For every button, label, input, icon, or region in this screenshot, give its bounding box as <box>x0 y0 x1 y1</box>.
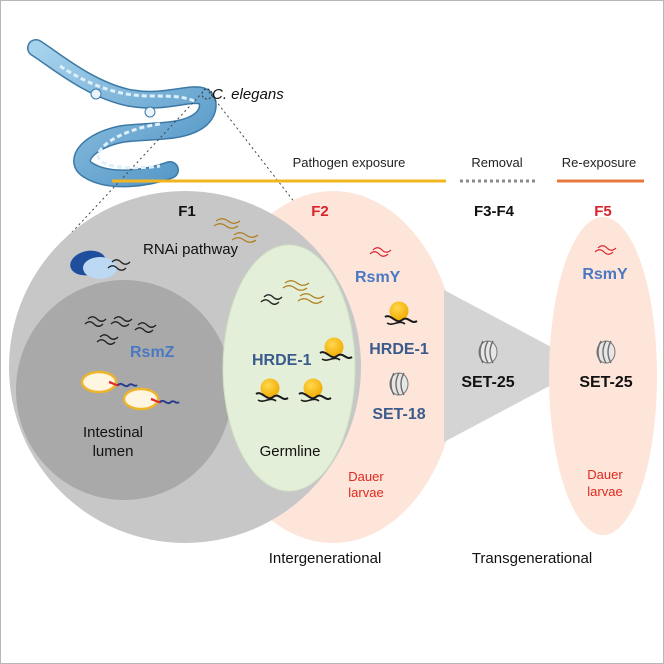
nucleosome-icon <box>478 340 498 364</box>
generation-label-f1: F1 <box>178 203 196 220</box>
set25-f3-label: SET-25 <box>461 374 514 391</box>
phase-label-pathogen-exposure: Pathogen exposure <box>293 155 406 170</box>
generation-label-f3-f4: F3-F4 <box>474 203 515 220</box>
nucleosome-icon <box>389 372 409 396</box>
dauer-f2-label-line2: larvae <box>348 485 383 500</box>
rnai-pathway-label: RNAi pathway <box>143 241 239 258</box>
dauer-f5-label-line2: larvae <box>587 484 622 499</box>
rsmy-f5-label: RsmY <box>582 266 628 283</box>
c-elegans-worm-icon <box>27 39 217 188</box>
rsmz-label: RsmZ <box>130 344 175 361</box>
transgenerational-label: Transgenerational <box>472 550 592 567</box>
intestinal-lumen-label-line1: Intestinal <box>83 424 143 441</box>
phase-label-removal: Removal <box>471 155 522 170</box>
set25-f5-label: SET-25 <box>579 374 632 391</box>
intestinal-lumen-circle <box>16 280 232 500</box>
hrde1-f2-label: HRDE-1 <box>369 341 429 358</box>
transgenerational-arrow <box>444 290 587 442</box>
nucleosome-icon <box>596 340 616 364</box>
organism-label: C. elegans <box>212 86 284 103</box>
germline-label: Germline <box>260 443 321 460</box>
f5-generation-ellipse <box>549 217 657 535</box>
zoom-region-marker <box>201 88 213 100</box>
intestinal-lumen-label-line2: lumen <box>93 443 134 460</box>
rnai-pathway-complex-icon <box>70 250 131 279</box>
dauer-f2-label-line1: Dauer <box>348 469 384 484</box>
dauer-f5-label-line1: Dauer <box>587 467 623 482</box>
hrde1-germline-label: HRDE-1 <box>252 352 312 369</box>
germline-ellipse <box>222 244 356 492</box>
set18-label: SET-18 <box>372 406 425 423</box>
intergenerational-label: Intergenerational <box>269 550 382 567</box>
generation-label-f2: F2 <box>311 203 329 220</box>
rsmy-f2-label: RsmY <box>355 269 401 286</box>
generation-label-f5: F5 <box>594 203 612 220</box>
phase-label-re-exposure: Re-exposure <box>562 155 636 170</box>
